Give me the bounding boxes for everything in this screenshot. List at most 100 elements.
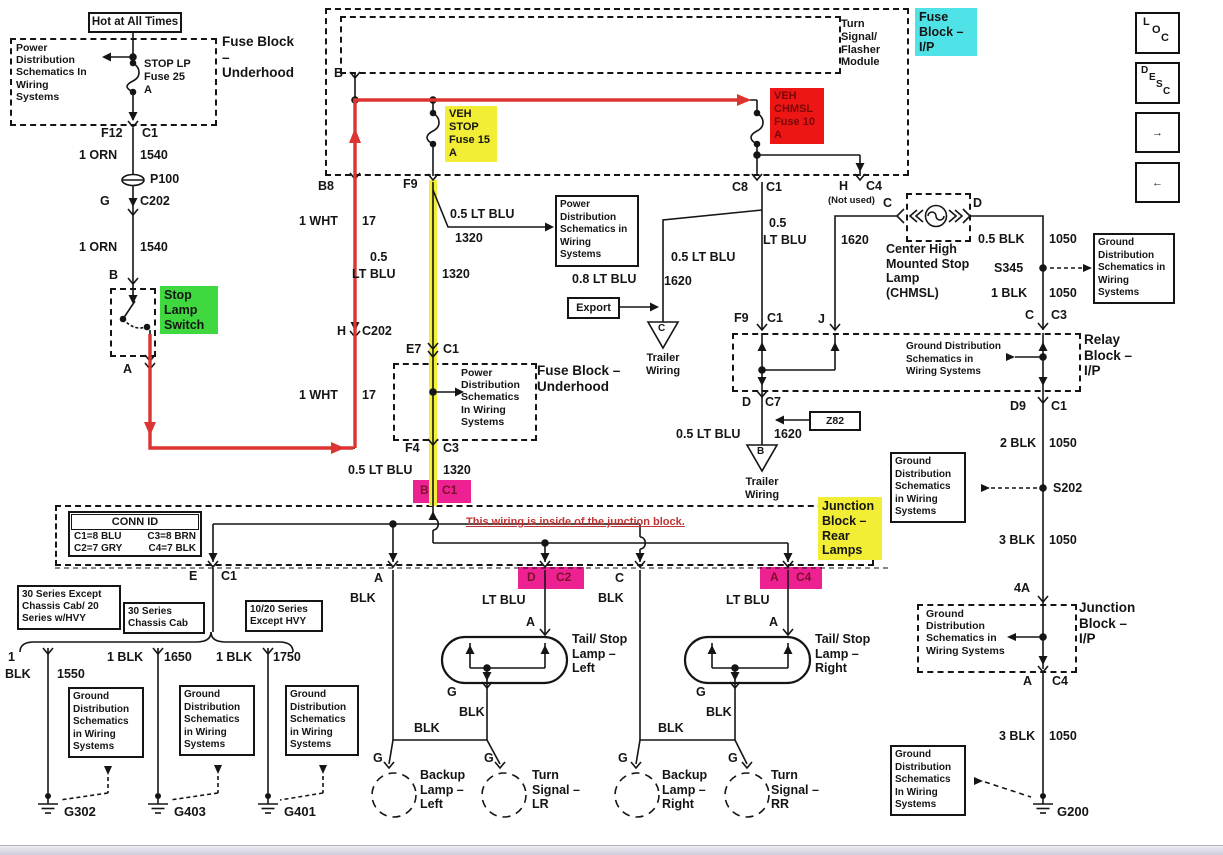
wire-blk-c: BLK xyxy=(598,591,624,605)
conn-c1-6: C1 xyxy=(221,569,237,583)
junction-block-ip-box xyxy=(917,604,1077,673)
conn-c202-2: C202 xyxy=(362,324,392,338)
pin-g: G xyxy=(100,194,110,208)
lamp-pin-a-l: A xyxy=(526,615,536,629)
fuse-block-underhood-label: Fuse Block – Underhood xyxy=(222,34,295,81)
wire-1blk: 1 BLK xyxy=(991,286,1028,300)
trailer-b-drop xyxy=(745,388,809,473)
pin-h2: H xyxy=(839,179,849,193)
chmsl-box xyxy=(906,193,971,242)
trailer-wiring-label: Trailer Wiring xyxy=(645,352,681,377)
conn-c4: C4 xyxy=(866,179,882,193)
conn-id-cell: C1=8 BLU xyxy=(74,531,122,542)
conn-c2-hl: C2 xyxy=(556,570,572,584)
circuit-1320 xyxy=(427,182,554,505)
ckt-1620-trailer: 1620 xyxy=(664,274,692,288)
conn-c7: C7 xyxy=(765,395,781,409)
d-c2-highlight xyxy=(518,567,584,589)
turn-signal-lr-symbol xyxy=(481,772,527,818)
wire-1: 1 xyxy=(8,650,15,664)
wire-color-ltblu-b: LT BLU xyxy=(763,233,807,247)
wire-blk: BLK xyxy=(414,721,440,735)
loc-button[interactable]: L O C xyxy=(1135,12,1180,54)
power-dist-ref-box: Power Distribution Schematics in Wiring … xyxy=(555,195,639,267)
hot-at-all-times-tag: Hot at All Times xyxy=(88,12,182,33)
conn-c3-2: C3 xyxy=(1051,308,1067,322)
prev-page-button[interactable]: ← xyxy=(1135,162,1180,203)
not-used-label: (Not used) xyxy=(828,195,875,206)
desc-letter: S xyxy=(1156,79,1163,90)
term-c: C xyxy=(615,571,625,585)
ground-g302-label: G302 xyxy=(64,804,96,819)
junction-note: This wiring is inside of the junction bl… xyxy=(466,516,685,528)
pin-h: H xyxy=(337,324,347,338)
conn-id-cell: C4=7 BLK xyxy=(148,543,196,554)
ground-1050-column xyxy=(974,388,1054,814)
wire-05ltblu-3: 0.5 LT BLU xyxy=(676,427,741,441)
z82-tag: Z82 xyxy=(809,411,861,431)
lamp-pin-g: G xyxy=(447,685,457,699)
conn-id-cell: C2=7 GRY xyxy=(74,543,123,554)
wire-color-ltblu: LT BLU xyxy=(352,267,396,281)
next-page-button[interactable]: → xyxy=(1135,112,1180,153)
wire-3blk: 3 BLK xyxy=(999,533,1036,547)
right-arrow-icon: → xyxy=(1152,126,1163,139)
ckt-1050-d: 1050 xyxy=(1049,533,1077,547)
backup-lamp-right-symbol xyxy=(614,772,660,818)
ckt-1620-2: 1620 xyxy=(774,427,802,441)
wire-blk-a: BLK xyxy=(350,591,376,605)
wire-blk: BLK xyxy=(706,705,732,719)
left-ground-wiring xyxy=(19,568,327,814)
desc-button[interactable]: D E S C xyxy=(1135,62,1180,104)
wire-1blk-1750: 1 BLK xyxy=(216,650,253,664)
stop-lp-fuse-label: STOP LP Fuse 25 A xyxy=(144,58,191,96)
fuse-block-ip-box xyxy=(325,8,909,176)
conn-c1-hl: C1 xyxy=(442,483,458,497)
pin-e7: E7 xyxy=(406,342,422,356)
trailer-wiring-triangle-b xyxy=(745,444,779,473)
trailer-b-letter: B xyxy=(757,446,765,457)
term-a: A xyxy=(374,571,384,585)
window-bottom-bar[interactable] xyxy=(0,845,1223,855)
variant-box-2: 30 Series Chassis Cab xyxy=(123,602,205,635)
chmsl-label: Center High Mounted Stop Lamp (CHMSL) xyxy=(886,242,970,300)
ground-g200-label: G200 xyxy=(1057,804,1089,819)
pin-b8: B8 xyxy=(318,179,334,193)
ckt-1320-2: 1320 xyxy=(443,463,471,477)
wire-blk-1550: BLK xyxy=(5,667,31,681)
fuse-block-underhood-label-2: Fuse Block – Underhood xyxy=(537,363,621,394)
tail-stop-lamp-left-label: Tail/ Stop Lamp – Left xyxy=(572,632,628,675)
wire-1blk-1650: 1 BLK xyxy=(107,650,144,664)
pin-j: J xyxy=(818,312,825,326)
term-a-hl: A xyxy=(770,570,779,584)
chmsl-pin-d: D xyxy=(973,196,983,210)
pin-a: A xyxy=(123,362,133,376)
pin-c8: C8 xyxy=(732,180,748,194)
ground-dist-ref-g302: Ground Distribution Schematics in Wiring… xyxy=(68,687,144,758)
wire-blk: BLK xyxy=(658,721,684,735)
conn-c1-4: C1 xyxy=(767,311,783,325)
pin-d9: D9 xyxy=(1010,399,1026,413)
ckt-1620: 1620 xyxy=(841,233,869,247)
loc-letter: L xyxy=(1143,16,1150,28)
lamp-pin-g: G xyxy=(728,751,738,765)
term-d-hl: D xyxy=(527,570,536,584)
pin-f9-2: F9 xyxy=(734,311,749,325)
term-e: E xyxy=(189,569,198,583)
wire-1orn: 1 ORN xyxy=(79,148,118,162)
lamp-pin-g: G xyxy=(373,751,383,765)
ground-dist-ref-g403: Ground Distribution Schematics in Wiring… xyxy=(179,685,255,756)
ground-dist-relay-text: Ground Distribution Schematics in Wiring… xyxy=(906,341,1001,377)
backup-lamp-right-label: Backup Lamp – Right xyxy=(662,768,708,811)
turn-signal-module-label: Turn Signal/ Flasher Module xyxy=(841,18,881,69)
junction-block-rear-label: Junction Block – Rear Lamps xyxy=(818,497,882,560)
wire-ltblu-r: LT BLU xyxy=(726,593,770,607)
ground-g403-label: G403 xyxy=(174,804,206,819)
conn-c3: C3 xyxy=(443,441,459,455)
tail-stop-lamp-left-symbol xyxy=(440,635,569,685)
ckt-1550: 1550 xyxy=(57,667,85,681)
circuit-1620 xyxy=(618,182,1092,350)
